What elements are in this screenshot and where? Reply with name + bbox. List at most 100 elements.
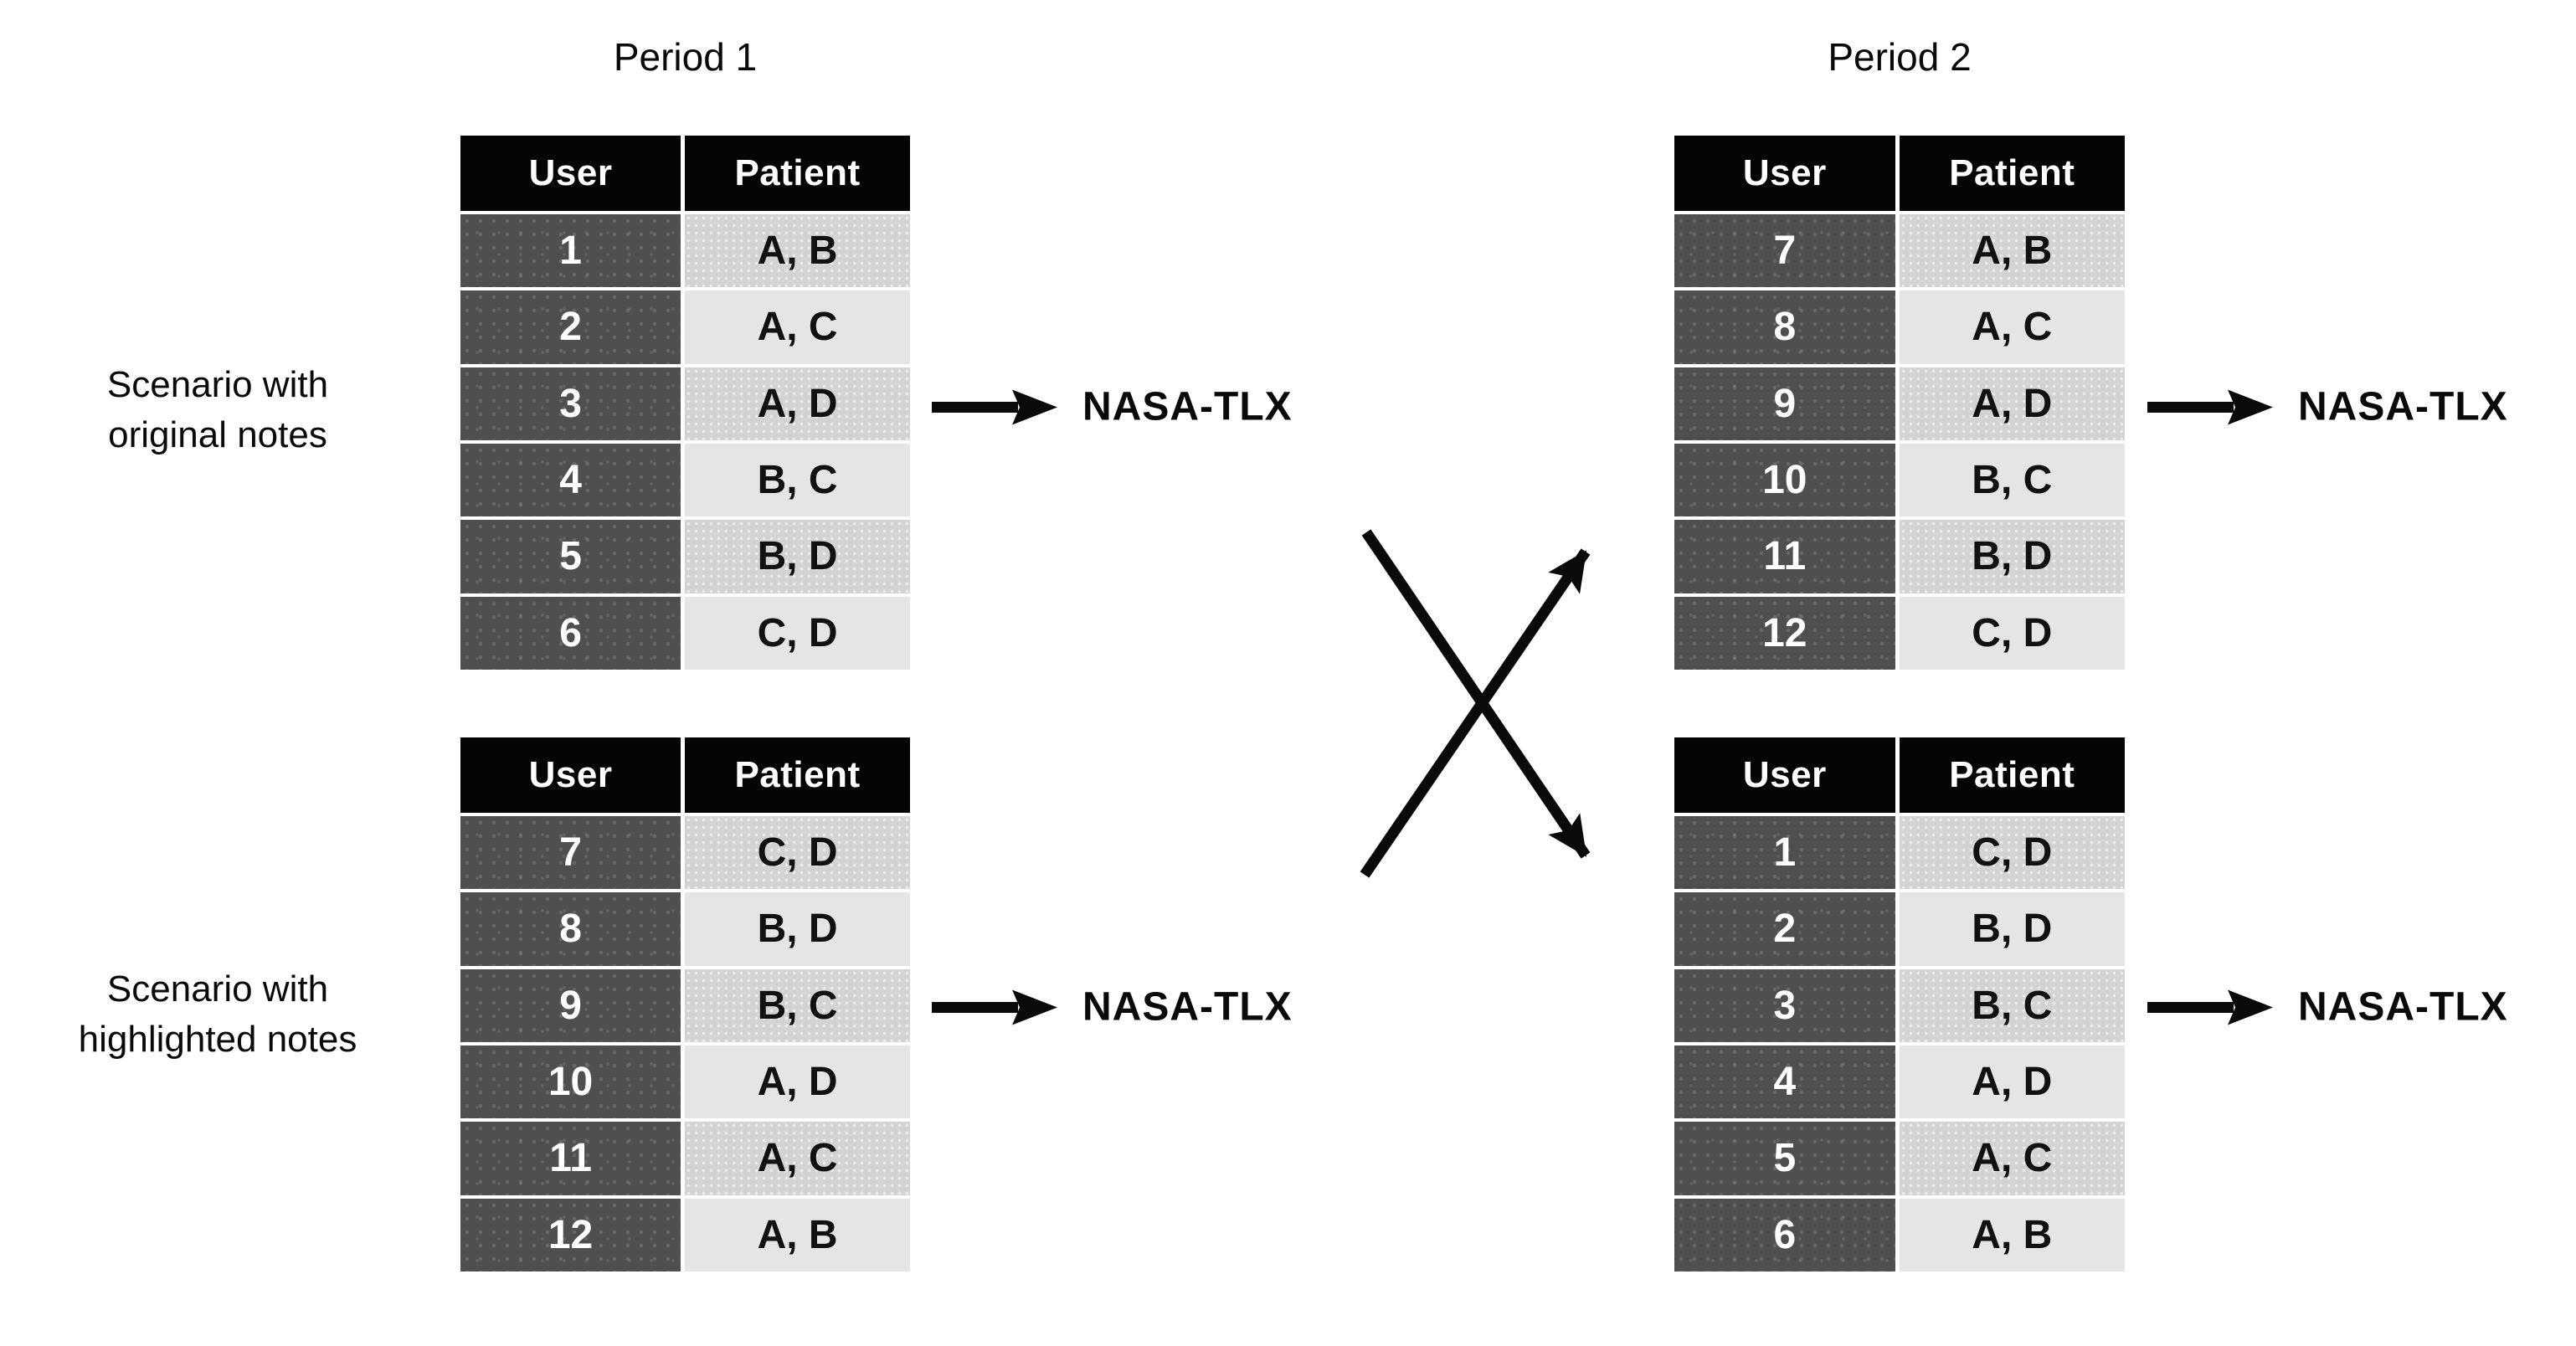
patient-cell: B, D bbox=[1899, 892, 2125, 966]
user-cell: 1 bbox=[1674, 816, 1895, 890]
patient-cell: A, D bbox=[1899, 367, 2125, 440]
table-row: 7 C, D bbox=[460, 816, 910, 890]
patient-cell: C, D bbox=[685, 596, 910, 670]
patient-cell: A, B bbox=[1899, 214, 2125, 288]
column-header-patient: Patient bbox=[1899, 737, 2125, 813]
period-1-title: Period 1 bbox=[613, 35, 758, 79]
table-header-row: User Patient bbox=[1674, 737, 2125, 813]
patient-cell: A, D bbox=[1899, 1045, 2125, 1119]
table-row: 1 C, D bbox=[1674, 816, 2125, 890]
patient-cell: B, C bbox=[1899, 443, 2125, 517]
scenario-label-highlighted-line1: Scenario with bbox=[106, 968, 329, 1010]
table-row: 1 A, B bbox=[460, 214, 910, 288]
user-cell: 12 bbox=[460, 1198, 681, 1272]
table-row: 11 A, C bbox=[460, 1122, 910, 1195]
table-row: 12 A, B bbox=[460, 1198, 910, 1272]
table-row: 2 B, D bbox=[1674, 892, 2125, 966]
assignment-table-period2-original: User Patient 7 A, B 8 A, C 9 A, D 10 B, … bbox=[1674, 136, 2125, 670]
user-cell: 10 bbox=[460, 1045, 681, 1119]
user-cell: 3 bbox=[460, 367, 681, 440]
user-cell: 4 bbox=[460, 443, 681, 517]
column-header-patient: Patient bbox=[685, 737, 910, 813]
scenario-label-highlighted-line2: highlighted notes bbox=[78, 1019, 357, 1060]
patient-cell: A, B bbox=[1899, 1198, 2125, 1272]
user-cell: 3 bbox=[1674, 968, 1895, 1042]
patient-cell: A, D bbox=[685, 1045, 910, 1119]
patient-cell: A, B bbox=[685, 1198, 910, 1272]
table-row: 10 A, D bbox=[460, 1045, 910, 1119]
patient-cell: A, D bbox=[685, 367, 910, 440]
scenario-label-original-line2: original notes bbox=[108, 414, 327, 455]
table-row: 2 A, C bbox=[460, 290, 910, 364]
column-header-user: User bbox=[1674, 737, 1895, 813]
table-row: 7 A, B bbox=[1674, 214, 2125, 288]
patient-cell: A, C bbox=[1899, 1122, 2125, 1195]
user-cell: 7 bbox=[460, 816, 681, 890]
nasa-tlx-label: NASA-TLX bbox=[1082, 384, 1293, 429]
arrow-right-icon bbox=[2147, 989, 2273, 1025]
column-header-user: User bbox=[460, 136, 681, 211]
user-cell: 12 bbox=[1674, 596, 1895, 670]
table-row: 11 B, D bbox=[1674, 520, 2125, 593]
table-header-row: User Patient bbox=[460, 737, 910, 813]
user-cell: 4 bbox=[1674, 1045, 1895, 1119]
table-row: 10 B, C bbox=[1674, 443, 2125, 517]
nasa-tlx-group-period2-highlighted: NASA-TLX bbox=[2147, 984, 2508, 1030]
patient-cell: C, D bbox=[685, 816, 910, 890]
nasa-tlx-label: NASA-TLX bbox=[1082, 984, 1293, 1030]
arrow-right-icon bbox=[2147, 389, 2273, 424]
user-cell: 8 bbox=[460, 892, 681, 966]
column-header-user: User bbox=[1674, 136, 1895, 211]
patient-cell: B, D bbox=[685, 520, 910, 593]
table-header-row: User Patient bbox=[1674, 136, 2125, 211]
nasa-tlx-label: NASA-TLX bbox=[2298, 384, 2508, 429]
scenario-label-highlighted: Scenario with highlighted notes bbox=[25, 964, 410, 1065]
table-row: 9 B, C bbox=[460, 968, 910, 1042]
patient-cell: A, C bbox=[685, 290, 910, 364]
user-cell: 5 bbox=[1674, 1122, 1895, 1195]
user-cell: 2 bbox=[460, 290, 681, 364]
user-cell: 2 bbox=[1674, 892, 1895, 966]
patient-cell: B, C bbox=[685, 968, 910, 1042]
table-row: 3 A, D bbox=[460, 367, 910, 440]
table-row: 6 A, B bbox=[1674, 1198, 2125, 1272]
table-row: 12 C, D bbox=[1674, 596, 2125, 670]
column-header-patient: Patient bbox=[685, 136, 910, 211]
assignment-table-period2-highlighted: User Patient 1 C, D 2 B, D 3 B, C 4 A, D… bbox=[1674, 737, 2125, 1272]
table-row: 4 A, D bbox=[1674, 1045, 2125, 1119]
table-row: 3 B, C bbox=[1674, 968, 2125, 1042]
table-row: 5 B, D bbox=[460, 520, 910, 593]
patient-cell: B, C bbox=[1899, 968, 2125, 1042]
user-cell: 1 bbox=[460, 214, 681, 288]
table-row: 9 A, D bbox=[1674, 367, 2125, 440]
column-header-user: User bbox=[460, 737, 681, 813]
nasa-tlx-group-period2-original: NASA-TLX bbox=[2147, 384, 2508, 430]
user-cell: 6 bbox=[1674, 1198, 1895, 1272]
scenario-label-original-line1: Scenario with bbox=[106, 364, 329, 405]
nasa-tlx-group-period1-highlighted: NASA-TLX bbox=[932, 984, 1293, 1030]
arrow-right-icon bbox=[932, 989, 1057, 1025]
arrow-right-icon bbox=[932, 389, 1057, 424]
nasa-tlx-label: NASA-TLX bbox=[2298, 984, 2508, 1030]
assignment-table-period1-highlighted: User Patient 7 C, D 8 B, D 9 B, C 10 A, … bbox=[460, 737, 910, 1272]
nasa-tlx-group-period1-original: NASA-TLX bbox=[932, 384, 1293, 430]
patient-cell: C, D bbox=[1899, 596, 2125, 670]
scenario-label-original: Scenario with original notes bbox=[25, 360, 410, 460]
column-header-patient: Patient bbox=[1899, 136, 2125, 211]
patient-cell: C, D bbox=[1899, 816, 2125, 890]
table-row: 5 A, C bbox=[1674, 1122, 2125, 1195]
user-cell: 5 bbox=[460, 520, 681, 593]
user-cell: 11 bbox=[460, 1122, 681, 1195]
table-header-row: User Patient bbox=[460, 136, 910, 211]
table-row: 6 C, D bbox=[460, 596, 910, 670]
crossover-arrows-icon bbox=[1360, 529, 1591, 878]
patient-cell: B, D bbox=[1899, 520, 2125, 593]
table-row: 8 B, D bbox=[460, 892, 910, 966]
patient-cell: B, D bbox=[685, 892, 910, 966]
period-2-title: Period 2 bbox=[1828, 35, 1972, 79]
user-cell: 6 bbox=[460, 596, 681, 670]
patient-cell: A, C bbox=[1899, 290, 2125, 364]
user-cell: 9 bbox=[460, 968, 681, 1042]
table-row: 8 A, C bbox=[1674, 290, 2125, 364]
